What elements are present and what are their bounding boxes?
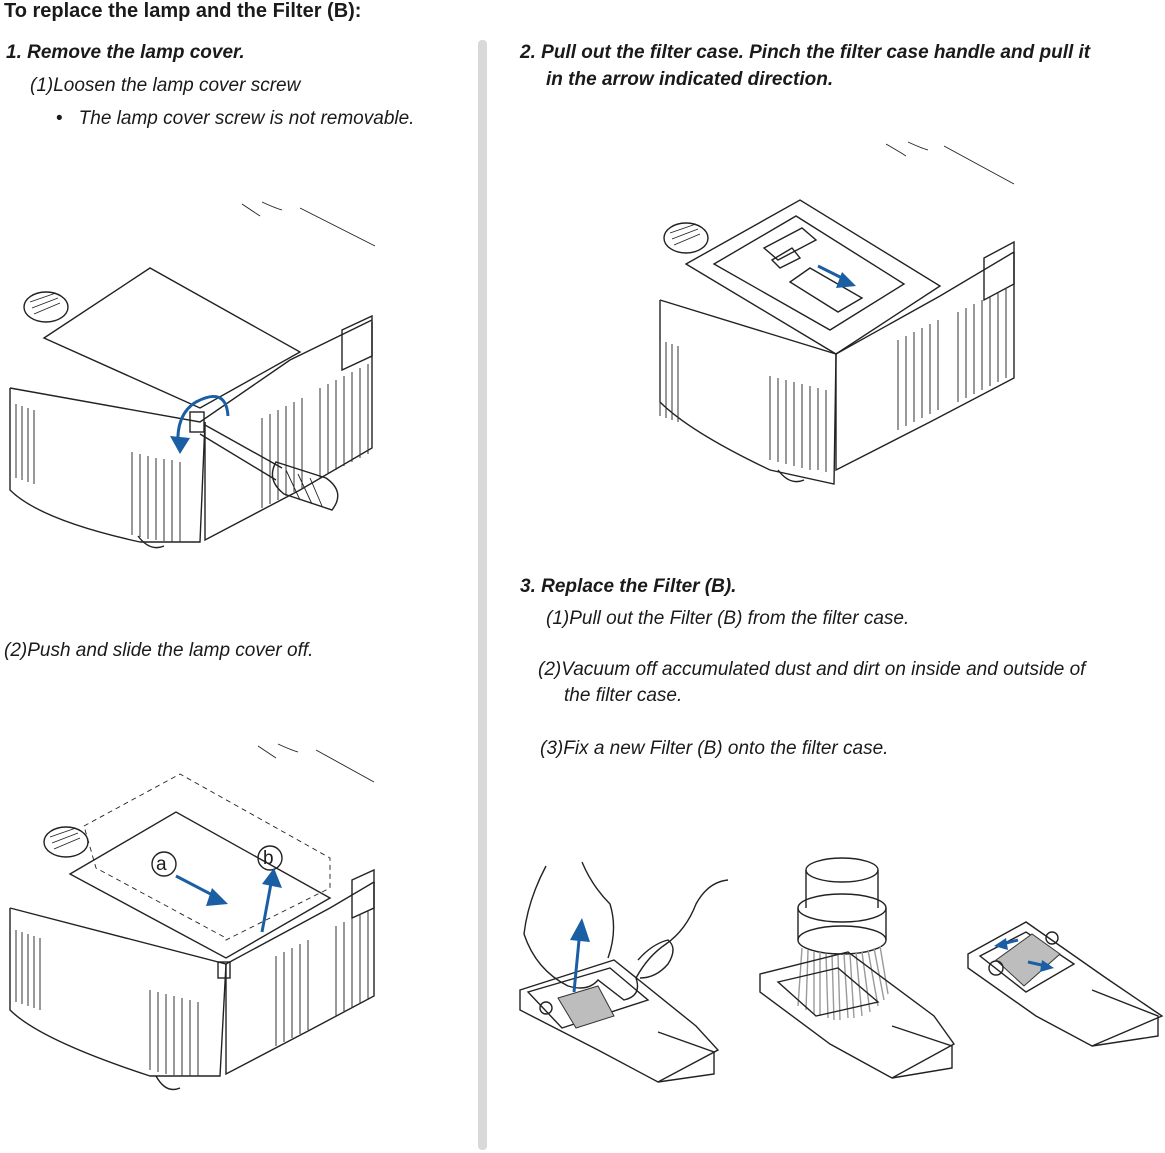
illustration-loosen-screw: [9, 201, 376, 549]
step-2-number: 2.: [520, 42, 536, 63]
step-3-heading: 3. Replace the Filter (B).: [520, 576, 736, 598]
step-3-title: Replace the Filter (B).: [541, 576, 737, 597]
illustration-pull-filter-case: [659, 141, 1015, 485]
step-1-number: 1.: [6, 42, 22, 63]
bullet-marker: •: [56, 108, 63, 129]
step-3-sub-3: (3)Fix a new Filter (B) onto the filter …: [540, 738, 889, 759]
step-1-title: Remove the lamp cover.: [27, 42, 245, 63]
column-divider: [478, 40, 487, 1150]
step-1-heading: 1. Remove the lamp cover.: [6, 42, 245, 64]
page-title: To replace the lamp and the Filter (B):: [4, 0, 362, 22]
step-2-title-line-2: in the arrow indicated direction.: [546, 69, 834, 90]
step-1-sub-2: (2)Push and slide the lamp cover off.: [4, 640, 314, 661]
callout-a: a: [156, 854, 167, 875]
illustration-pull-filter: [519, 861, 729, 1083]
step-2-title-line-1: Pull out the filter case. Pinch the filt…: [541, 42, 1091, 63]
step-3-sub-2-line-1: (2)Vacuum off accumulated dust and dirt …: [538, 659, 1086, 680]
step-2-heading: 2. Pull out the filter case. Pinch the f…: [520, 42, 1090, 64]
bullet-text: The lamp cover screw is not removable.: [78, 108, 415, 129]
illustration-fix-filter: [967, 921, 1164, 1047]
step-3-sub-1: (1)Pull out the Filter (B) from the filt…: [546, 608, 910, 629]
illustration-vacuum: [759, 857, 956, 1079]
step-3-sub-2-line-2: the filter case.: [564, 685, 683, 706]
step-1-bullet: • The lamp cover screw is not removable.: [56, 108, 414, 130]
step-1-sub-1: (1)Loosen the lamp cover screw: [30, 75, 301, 96]
illustration-slide-cover: [9, 743, 375, 1091]
callout-b: b: [263, 848, 274, 869]
step-3-number: 3.: [520, 576, 536, 597]
